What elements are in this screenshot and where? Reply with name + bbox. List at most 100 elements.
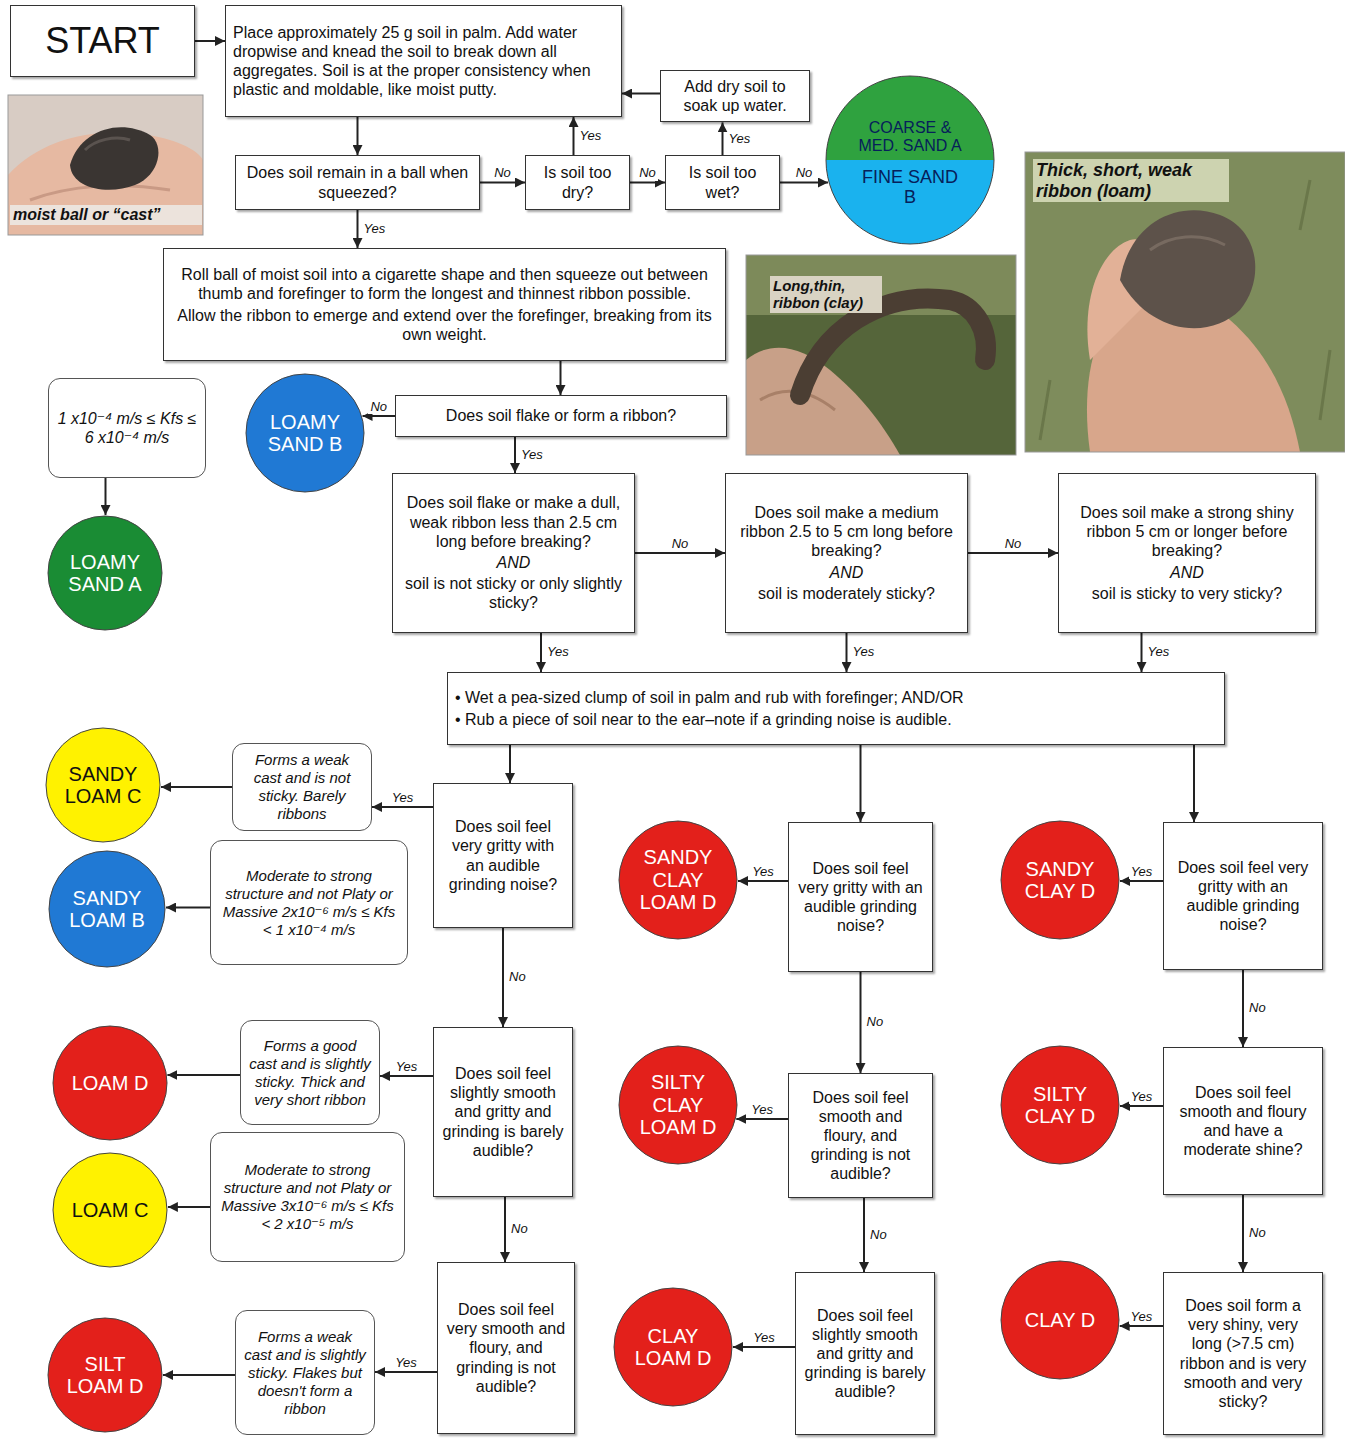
node-text: Does soil feel very smooth and floury, a…	[445, 1300, 567, 1396]
node-text: FINE SAND B	[855, 167, 965, 207]
decision-box: Does soil flake or form a ribbon?	[395, 395, 727, 437]
edge-label: Yes	[1129, 865, 1155, 879]
decision-box: Is soil too wet?	[665, 155, 780, 210]
edge-label: Yes	[1146, 645, 1172, 659]
node-text: Does soil feel smooth and floury and hav…	[1171, 1083, 1315, 1160]
connector	[863, 1198, 865, 1272]
node-text: CLAY LOAM D	[630, 1325, 716, 1370]
node-text: Does soil remain in a ball when squeezed…	[243, 163, 472, 201]
node-text: • Wet a pea-sized clump of soil in palm …	[455, 688, 1217, 707]
result-circle: CLAY D	[1000, 1260, 1120, 1380]
conductivity-note: 1 x10⁻⁴ m/s ≤ Kfs ≤ 6 x10⁻⁴ m/s	[48, 378, 206, 478]
photo-caption: Thick, short, weak ribbon (loam)	[1033, 159, 1229, 202]
connector	[968, 552, 1058, 554]
node-text: LOAM D	[67, 1072, 153, 1094]
node-text: soil is moderately sticky?	[733, 584, 960, 603]
node-text: AND	[1066, 563, 1308, 582]
connector	[372, 806, 433, 808]
connector	[780, 182, 828, 184]
edge-label: Yes	[394, 1060, 420, 1074]
edge-label: No	[1247, 1001, 1268, 1015]
result-circle: SILTY CLAY LOAM D	[618, 1045, 738, 1165]
circle-outline	[825, 75, 995, 245]
photo-caption: moist ball or “cast”	[10, 205, 202, 225]
node-text: Allow the ribbon to emerge and extend ov…	[171, 306, 718, 344]
connector	[357, 117, 359, 155]
connector	[560, 361, 562, 395]
connector	[514, 437, 516, 473]
conductivity-note: Moderate to strong structure and not Pla…	[210, 840, 408, 965]
node-text: Forms a weak cast and is not sticky. Bar…	[240, 751, 364, 823]
node-text: SANDY LOAM B	[64, 887, 150, 932]
edge-label: Yes	[519, 448, 545, 462]
decision-box: Does soil remain in a ball when squeezed…	[235, 155, 480, 210]
connector	[846, 633, 848, 672]
connector	[509, 745, 511, 783]
node-text: LOAMY SAND A	[62, 551, 148, 596]
node-text: COARSE & MED. SAND A	[848, 119, 972, 155]
result-circle: SANDY CLAY D	[1000, 820, 1120, 940]
decision-box: Does soil make a strong shiny ribbon 5 c…	[1058, 473, 1316, 633]
decision-box: Does soil feel smooth and floury, and gr…	[788, 1073, 933, 1198]
node-text: AND	[400, 553, 627, 572]
edge-label: Yes	[751, 1331, 777, 1345]
connector	[168, 1206, 210, 1208]
node-text: Moderate to strong structure and not Pla…	[218, 1161, 397, 1233]
connector	[195, 40, 225, 42]
decision-box: Does soil feel very smooth and floury, a…	[437, 1262, 575, 1434]
node-text: Does soil form a very shiny, very long (…	[1171, 1296, 1315, 1411]
node-text: SANDY CLAY D	[1017, 858, 1103, 903]
edge-label: No	[670, 537, 691, 551]
connector	[105, 478, 107, 515]
node-text: SILTY CLAY D	[1017, 1083, 1103, 1128]
node-text: CLAY D	[1017, 1309, 1103, 1331]
node-text: SILTY CLAY LOAM D	[635, 1071, 721, 1138]
node-text: Is soil too wet?	[673, 163, 772, 201]
node-text: Does soil feel very gritty with an audib…	[441, 817, 565, 894]
decision-box: Does soil feel very gritty with an audib…	[433, 783, 573, 928]
result-circle: LOAMY SAND A	[47, 515, 163, 631]
result-circle: CLAY LOAM D	[613, 1287, 733, 1407]
clay-ribbon-photo	[746, 255, 1016, 455]
edge-label: Yes	[1129, 1090, 1155, 1104]
cast-photo	[8, 95, 203, 235]
result-circle: SILT LOAM D	[47, 1317, 163, 1433]
edge-label: Yes	[851, 645, 877, 659]
result-circle: LOAM D	[52, 1025, 168, 1141]
photo-caption: Long,thin, ribbon (clay)	[770, 276, 882, 313]
connector	[375, 1371, 437, 1373]
connector	[161, 786, 232, 788]
result-circle: LOAM C	[52, 1152, 168, 1268]
connector	[502, 928, 504, 1027]
process-box: • Wet a pea-sized clump of soil in palm …	[447, 672, 1225, 745]
node-text: Is soil too dry?	[533, 163, 622, 201]
edge-label: Yes	[545, 645, 571, 659]
connector	[635, 552, 725, 554]
result-circle: COARSE & MED. SAND A FINE SAND B	[825, 75, 995, 245]
connector	[860, 745, 862, 822]
edge-label: No	[868, 1228, 889, 1242]
node-text: Does soil make a strong shiny ribbon 5 c…	[1066, 503, 1308, 561]
node-text: Does soil flake or form a ribbon?	[403, 406, 719, 425]
connector	[1193, 745, 1195, 822]
node-text: Does soil flake or make a dull, weak rib…	[400, 493, 627, 551]
node-text: Moderate to strong structure and not Pla…	[218, 867, 400, 939]
node-text: soil is sticky to very sticky?	[1066, 584, 1308, 603]
decision-box: Does soil feel slightly smooth and gritt…	[795, 1272, 935, 1435]
connector	[630, 182, 665, 184]
node-text: Add dry soil to soak up water.	[668, 77, 802, 115]
connector	[860, 972, 862, 1073]
edge-label: No	[1003, 537, 1024, 551]
process-box: Place approximately 25 g soil in palm. A…	[225, 5, 622, 117]
connector	[480, 182, 525, 184]
decision-box: Does soil feel smooth and floury and hav…	[1163, 1047, 1323, 1195]
connector	[1242, 1195, 1244, 1272]
connector	[167, 1074, 240, 1076]
circle-half: COARSE & MED. SAND A	[825, 75, 995, 160]
edge-label: Yes	[390, 791, 416, 805]
connector	[357, 210, 359, 248]
node-text: Does soil feel smooth and floury, and gr…	[796, 1088, 925, 1184]
conductivity-note: Moderate to strong structure and not Pla…	[210, 1132, 405, 1262]
result-circle: SANDY LOAM C	[45, 727, 161, 843]
